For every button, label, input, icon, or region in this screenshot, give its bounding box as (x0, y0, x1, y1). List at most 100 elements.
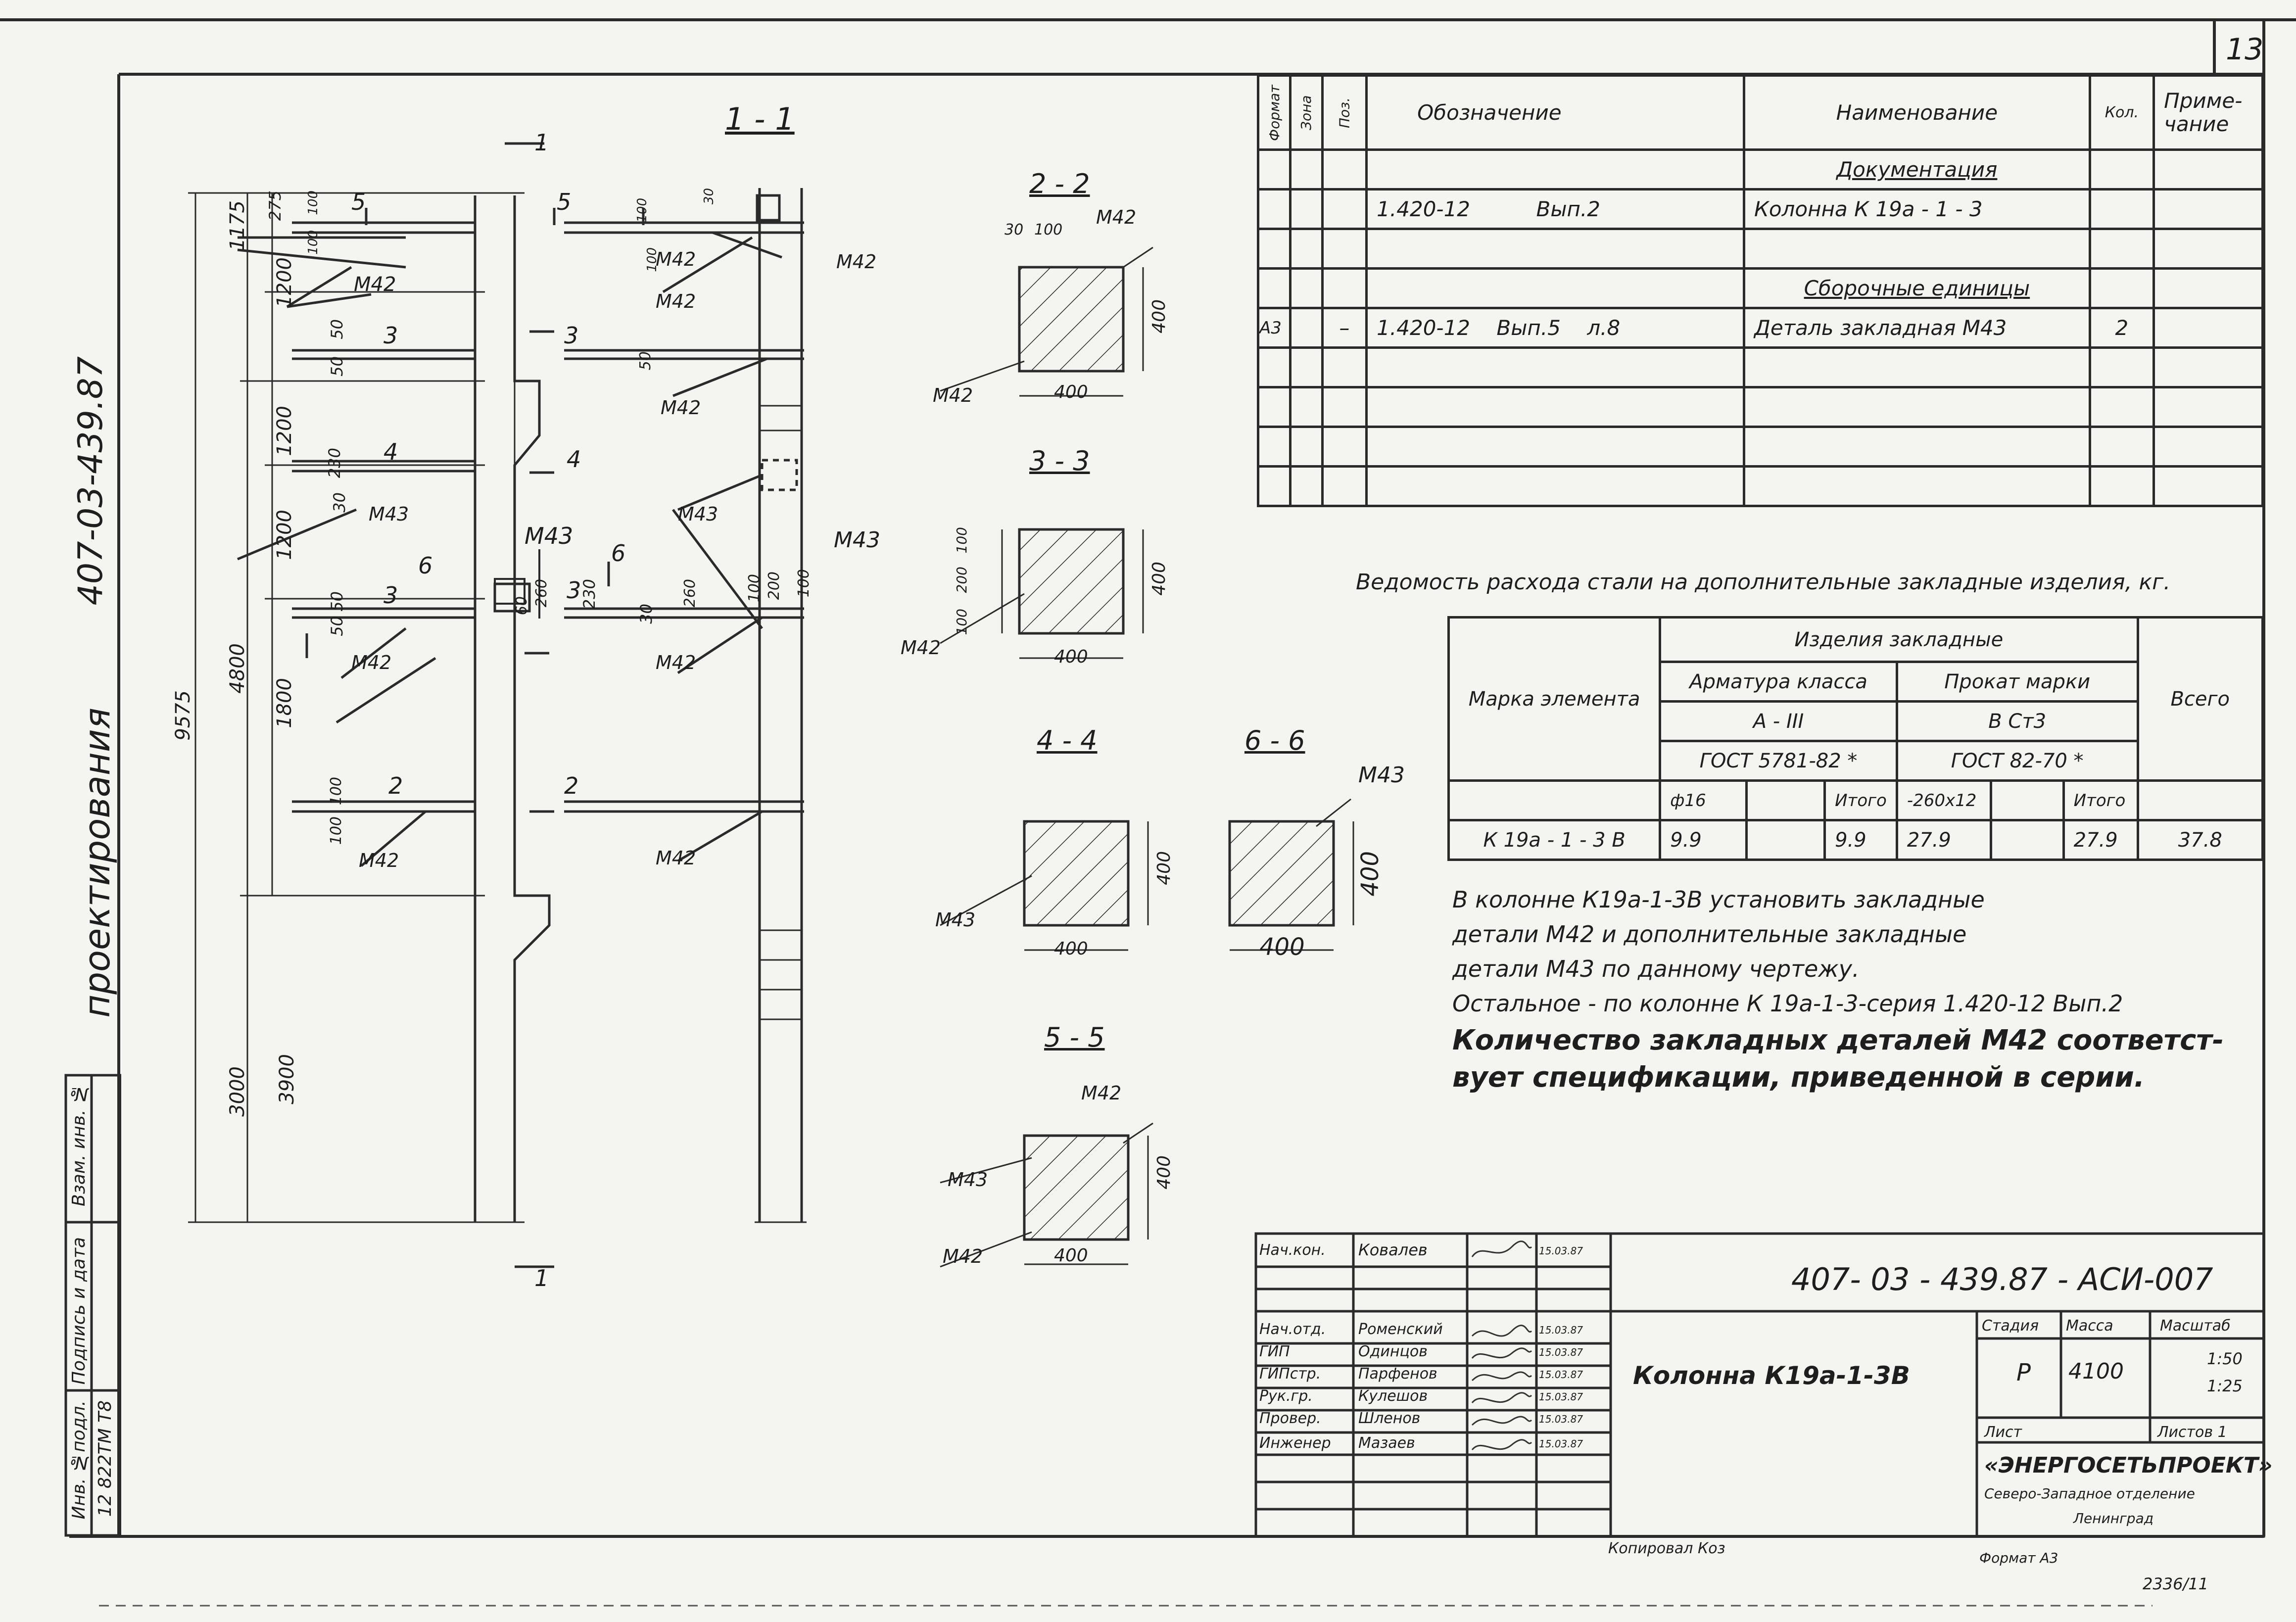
part-label: M42 (656, 847, 696, 869)
title-block-stage: Р (2016, 1359, 2031, 1386)
specification-table: Формат Зона Поз. Обозначение Наименовани… (1257, 74, 2264, 507)
part-label: M42 (836, 251, 877, 273)
steel-table-title: Ведомость расхода стали на дополнительны… (1356, 570, 2171, 595)
section-part: M43 (935, 909, 976, 931)
dim-3900: 3900 (276, 1054, 298, 1104)
date: 15.03.87 (1539, 1391, 1583, 1403)
name: Мазаев (1358, 1434, 1415, 1452)
col-total: Всего (2136, 616, 2264, 782)
col-rolled: Прокат марки (1895, 661, 2139, 703)
cut-1-top: 1 (534, 129, 549, 156)
title-block-stage-label: Стадия (1982, 1317, 2039, 1335)
part-label: M43 (369, 503, 409, 525)
part-label: M42 (354, 273, 396, 296)
cut-5-left: 5 (351, 189, 366, 215)
dim-small-2: 100 (306, 230, 321, 255)
spec-row: А3–1.420-12 Вып.5 л.8 Деталь закладная М… (1257, 307, 2264, 349)
part-label: M42 (661, 397, 701, 419)
date: 15.03.87 (1539, 1346, 1583, 1358)
spec-row (1257, 228, 2264, 270)
dim-small-10: 50 (328, 591, 346, 612)
rebar-gost: ГОСТ 5781-82 * (1659, 740, 1898, 782)
title-block-mass: 4100 (2068, 1359, 2124, 1384)
dim-3000: 3000 (226, 1066, 249, 1117)
title-block-mass-label: Масса (2066, 1317, 2113, 1335)
rolled-gost: ГОСТ 82-70 * (1895, 740, 2139, 782)
dim-small-14: 100 (328, 777, 345, 806)
note-line: Количество закладных деталей М42 соответ… (1452, 1024, 2224, 1056)
dim-small-1: 100 (306, 191, 321, 215)
dim-small-4: 230 (325, 448, 344, 478)
dim-small-21: 200 (765, 572, 783, 600)
title-block-code: 407- 03 - 439.87 - АСИ-007 (1791, 1261, 2213, 1297)
section-title-2-2: 2 - 2 (1029, 168, 1090, 199)
cut-6-left: 6 (418, 552, 433, 579)
dim-small-9: 30 (637, 604, 656, 624)
dim-small-8: 230 (580, 579, 599, 610)
col-note: Приме- чание (2152, 74, 2264, 151)
dim-1200-b: 1200 (273, 406, 296, 456)
spec-row: 1.420-12 Вып.2 Колонна К 19а - 1 - 3 (1257, 188, 2264, 230)
role: Рук.гр. (1259, 1387, 1313, 1405)
date: 15.03.87 (1539, 1369, 1583, 1381)
cut-6-right: 6 (611, 540, 626, 567)
dim-9575: 9575 (172, 690, 194, 741)
section-dim: 400 (1149, 562, 1169, 596)
footer-code: 2336/11 (2143, 1574, 2208, 1593)
section-dim: 100 (1034, 221, 1063, 239)
sheet-number: 13 (2226, 32, 2264, 67)
footer-format: Формат А3 (1979, 1550, 2058, 1566)
dim-small-6: 50 (328, 319, 346, 339)
col-zone: Зона (1290, 75, 1323, 150)
cut-4-left: 4 (383, 438, 398, 465)
name: Шленов (1358, 1410, 1421, 1427)
title-block-scale-1: 1:50 (2207, 1349, 2243, 1368)
section-dim: 100 (954, 609, 970, 635)
section-dim: 400 (1054, 939, 1088, 959)
section-part: M43 (1358, 763, 1405, 788)
rolled-grade: В Ст3 (1895, 700, 2139, 742)
spec-row (1257, 346, 2264, 388)
section-dim: 100 (954, 527, 970, 554)
stamp-inv-number: 12 822TM T8 (95, 1400, 115, 1517)
spec-row (1257, 426, 2264, 468)
dim-small-12: 60 (513, 596, 530, 616)
date: 15.03.87 (1539, 1413, 1583, 1425)
section-dim: 400 (1054, 647, 1088, 667)
col-pos: Поз. (1322, 75, 1367, 150)
title-block-object: Колонна К19а-1-3В (1633, 1361, 1910, 1390)
dim-small-11: 50 (328, 616, 346, 636)
dim-small-19: 260 (681, 579, 699, 608)
spec-row (1257, 386, 2264, 428)
date: 15.03.87 (1539, 1324, 1583, 1336)
section-dim: 400 (1356, 851, 1384, 897)
dim-small-18: 50 (637, 351, 654, 371)
note-line: Остальное - по колонне К 19а-1-3-серия 1… (1452, 990, 2123, 1017)
date: 15.03.87 (1539, 1438, 1583, 1450)
name: Кулешов (1358, 1387, 1428, 1405)
dim-small-20: 100 (746, 574, 763, 603)
cut-5-right: 5 (557, 189, 572, 215)
part-label: M42 (656, 248, 696, 270)
dim-1200-a: 1200 (273, 257, 296, 308)
signatures (1471, 1240, 1532, 1451)
part-label: M42 (656, 652, 696, 673)
cut-2-left: 2 (388, 772, 403, 799)
cut-3b-right: 3 (567, 577, 581, 604)
col-designation: Обозначение (1365, 74, 1746, 151)
dim-1800: 1800 (273, 678, 296, 728)
part-label: M42 (359, 850, 399, 871)
spec-row: Сборочные единицы (1257, 267, 2264, 309)
name: Парфенов (1358, 1365, 1437, 1383)
dim-1175: 1175 (226, 200, 249, 251)
spec-row (1257, 465, 2264, 507)
dim-small-5: 30 (330, 492, 349, 513)
title-block-scale-label: Масштаб (2160, 1317, 2231, 1335)
part-label: M43 (525, 523, 574, 549)
column-drawing (188, 142, 807, 1268)
section-dim: 400 (1149, 299, 1169, 334)
part-label: M43 (834, 527, 880, 553)
section-part: M42 (1096, 206, 1137, 228)
role: Провер. (1259, 1410, 1321, 1427)
